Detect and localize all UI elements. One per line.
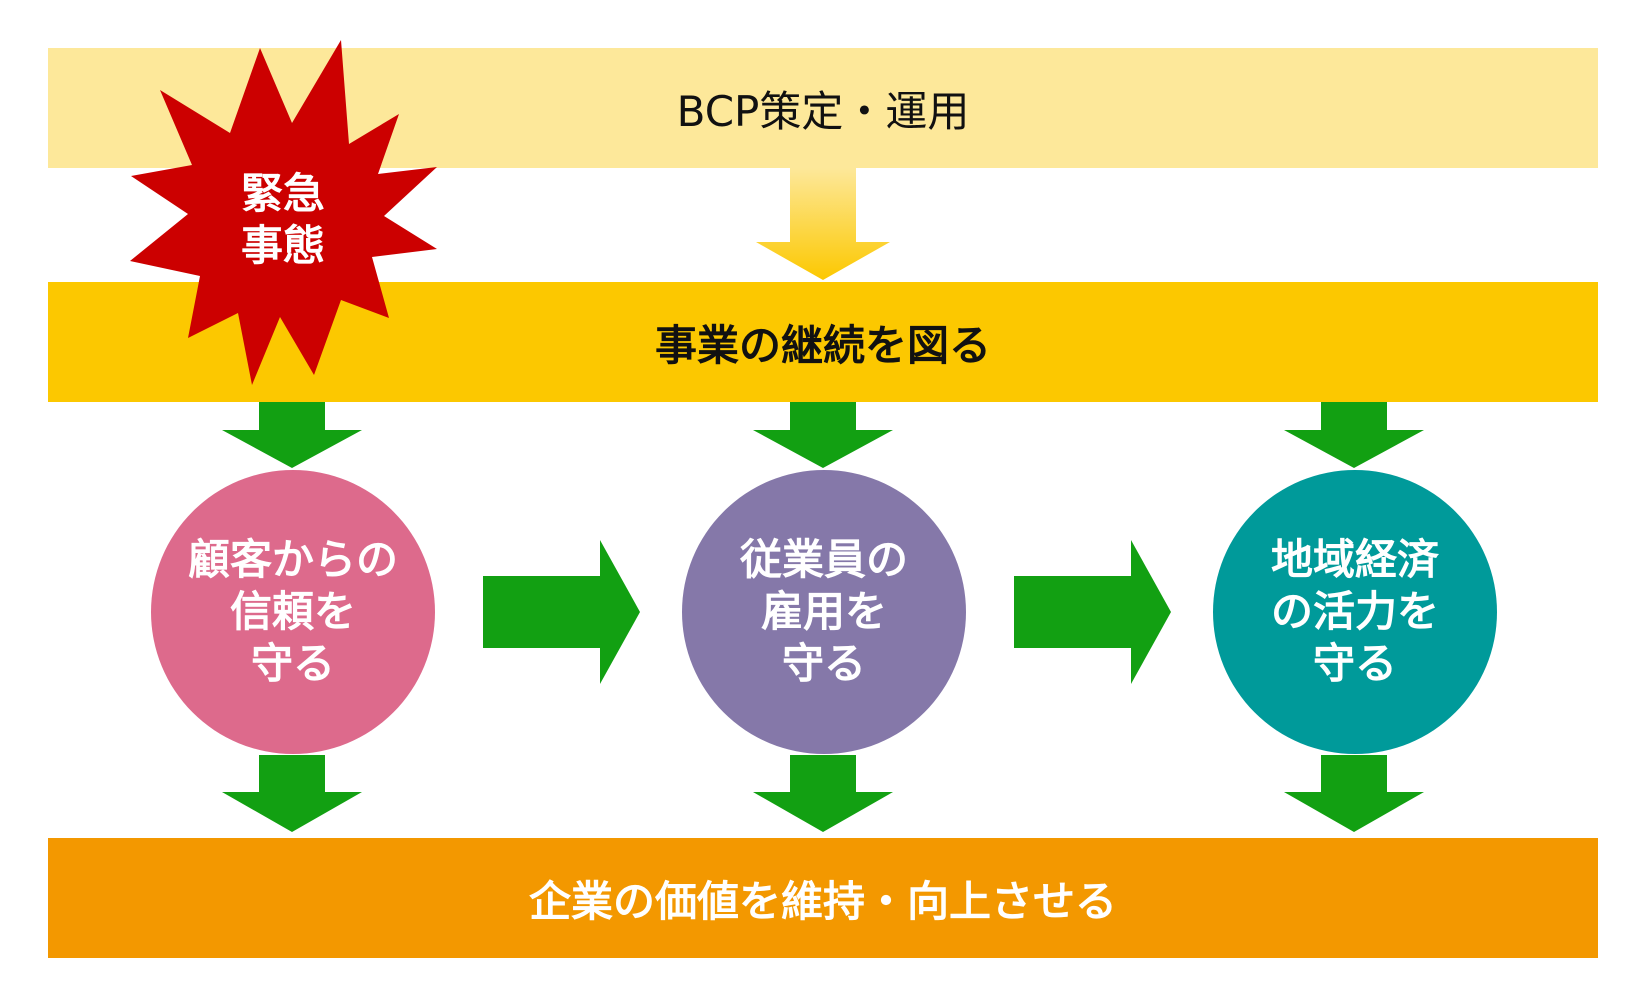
circle-3-line-3: 守る (1312, 639, 1397, 688)
regional-economy-circle: 地域経済 の活力を 守る (1213, 470, 1497, 754)
bcp-down-arrow (756, 168, 890, 280)
emergency-label-line-1: 緊急 (240, 169, 325, 218)
circle-2-line-3: 守る (781, 639, 866, 688)
down-arrow-4 (222, 755, 362, 832)
emergency-burst-icon (130, 40, 437, 385)
emergency-label-line-2: 事態 (240, 221, 325, 270)
customer-trust-circle: 顧客からの 信頼を 守る (151, 470, 435, 754)
bcp-band-label: BCP策定・運用 (676, 86, 970, 136)
circle-2-line-2: 雇用を (760, 587, 887, 636)
circle-2-line-1: 従業員の (739, 535, 908, 584)
circle-1-line-2: 信頼を (229, 587, 356, 636)
down-arrow-6 (1284, 755, 1424, 832)
employee-employment-circle: 従業員の 雇用を 守る (682, 470, 966, 754)
circle-1-line-1: 顧客からの (187, 535, 398, 584)
emergency-label: 緊急 事態 (218, 168, 348, 272)
business-continuity-label: 事業の継続を図る (654, 320, 991, 370)
corporate-value-band: 企業の価値を維持・向上させる (48, 838, 1598, 958)
circle-1-line-3: 守る (250, 639, 335, 688)
down-arrow-5 (753, 755, 893, 832)
circle-3-line-2: の活力を (1270, 587, 1439, 636)
down-arrow-2 (753, 402, 893, 468)
right-arrow-1 (483, 540, 640, 684)
down-arrow-3 (1284, 402, 1424, 468)
circle-3-line-1: 地域経済 (1270, 535, 1439, 584)
right-arrow-2 (1014, 540, 1171, 684)
down-arrow-1 (222, 402, 362, 468)
corporate-value-label: 企業の価値を維持・向上させる (528, 876, 1117, 926)
